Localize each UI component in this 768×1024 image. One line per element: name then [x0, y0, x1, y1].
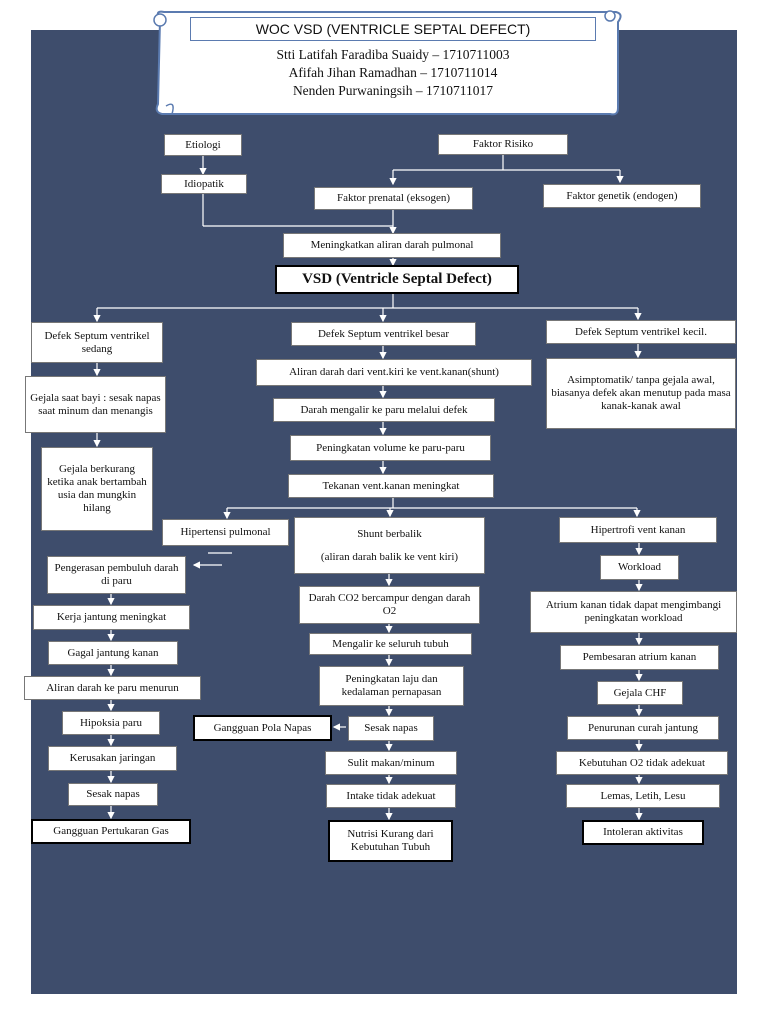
node-defek-sedang: Defek Septum ventrikel sedang — [31, 322, 163, 363]
node-nutrisi: Nutrisi Kurang dari Kebutuhan Tubuh — [328, 820, 453, 862]
node-gejala-saat-bayi: Gejala saat bayi : sesak napas saat minu… — [25, 376, 166, 433]
node-defek-kecil: Defek Septum ventrikel kecil. — [546, 320, 736, 344]
node-peningkatan-volume: Peningkatan volume ke paru-paru — [290, 435, 491, 461]
node-gangguan-pola: Gangguan Pola Napas — [193, 715, 332, 741]
node-faktor-risiko: Faktor Risiko — [438, 134, 568, 155]
node-faktor-genetik: Faktor genetik (endogen) — [543, 184, 701, 208]
author-2: Afifah Jihan Ramadhan – 1710711014 — [288, 65, 498, 80]
node-gagal-jantung: Gagal jantung kanan — [48, 641, 178, 665]
node-atrium-kanan: Atrium kanan tidak dapat mengimbangi pen… — [530, 591, 737, 633]
node-idiopatik: Idiopatik — [161, 174, 247, 194]
node-gangguan-gas: Gangguan Pertukaran Gas — [31, 819, 191, 844]
node-workload: Workload — [600, 555, 679, 580]
node-peningkatan-laju: Peningkatan laju dan kedalaman pernapasa… — [319, 666, 464, 706]
node-gejala-berkurang: Gejala berkurang ketika anak bertambah u… — [41, 447, 153, 531]
node-kerusakan: Kerusakan jaringan — [48, 746, 177, 771]
node-hipertensi-pulmonal: Hipertensi pulmonal — [162, 519, 289, 546]
node-tekanan-vent: Tekanan vent.kanan meningkat — [288, 474, 494, 498]
shunt-berbalik-line-2: (aliran darah balik ke vent kiri) — [320, 550, 459, 563]
node-defek-besar: Defek Septum ventrikel besar — [291, 322, 476, 346]
node-sulit-makan: Sulit makan/minum — [325, 751, 457, 775]
diagram-title: WOC VSD (VENTRICLE SEPTAL DEFECT) — [190, 17, 596, 41]
node-aliran-shunt: Aliran darah dari vent.kiri ke vent.kana… — [256, 359, 532, 386]
node-vsd: VSD (Ventricle Septal Defect) — [275, 265, 519, 294]
shunt-berbalik-line-1: Shunt berbalik — [357, 527, 422, 540]
node-kebutuhan-o2: Kebutuhan O2 tidak adekuat — [556, 751, 728, 775]
node-pengerasan: Pengerasan pembuluh darah di paru — [47, 556, 186, 594]
node-darah-co2: Darah CO2 bercampur dengan darah O2 — [299, 586, 480, 624]
node-sesak-tengah: Sesak napas — [348, 716, 434, 741]
node-kerja-jantung: Kerja jantung meningkat — [33, 605, 190, 630]
node-meningkatkan-aliran: Meningkatkan aliran darah pulmonal — [283, 233, 501, 258]
node-penurunan-curah: Penurunan curah jantung — [567, 716, 719, 740]
node-sesak-kiri: Sesak napas — [68, 783, 158, 806]
author-1: Stti Latifah Faradiba Suaidy – 171071100… — [276, 47, 510, 62]
node-shunt-berbalik: Shunt berbalik (aliran darah balik ke ve… — [294, 517, 485, 574]
node-etiologi: Etiologi — [164, 134, 242, 156]
node-intoleran: Intoleran aktivitas — [582, 820, 704, 845]
node-hipertrofi: Hipertrofi vent kanan — [559, 517, 717, 543]
node-mengalir-tubuh: Mengalir ke seluruh tubuh — [309, 633, 472, 655]
node-lemas: Lemas, Letih, Lesu — [566, 784, 720, 808]
node-aliran-paru-menurun: Aliran darah ke paru menurun — [24, 676, 201, 700]
node-pembesaran: Pembesaran atrium kanan — [560, 645, 719, 670]
node-asimptomatik: Asimptomatik/ tanpa gejala awal, biasany… — [546, 358, 736, 429]
node-darah-mengalir-paru: Darah mengalir ke paru melalui defek — [273, 398, 495, 422]
node-intake: Intake tidak adekuat — [326, 784, 456, 808]
node-hipoksia: Hipoksia paru — [62, 711, 160, 735]
node-faktor-prenatal: Faktor prenatal (eksogen) — [314, 187, 473, 210]
author-3: Nenden Purwaningsih – 1710711017 — [292, 83, 494, 98]
node-gejala-chf: Gejala CHF — [597, 681, 683, 705]
authors-list: Stti Latifah Faradiba Suaidy – 171071100… — [190, 46, 596, 100]
